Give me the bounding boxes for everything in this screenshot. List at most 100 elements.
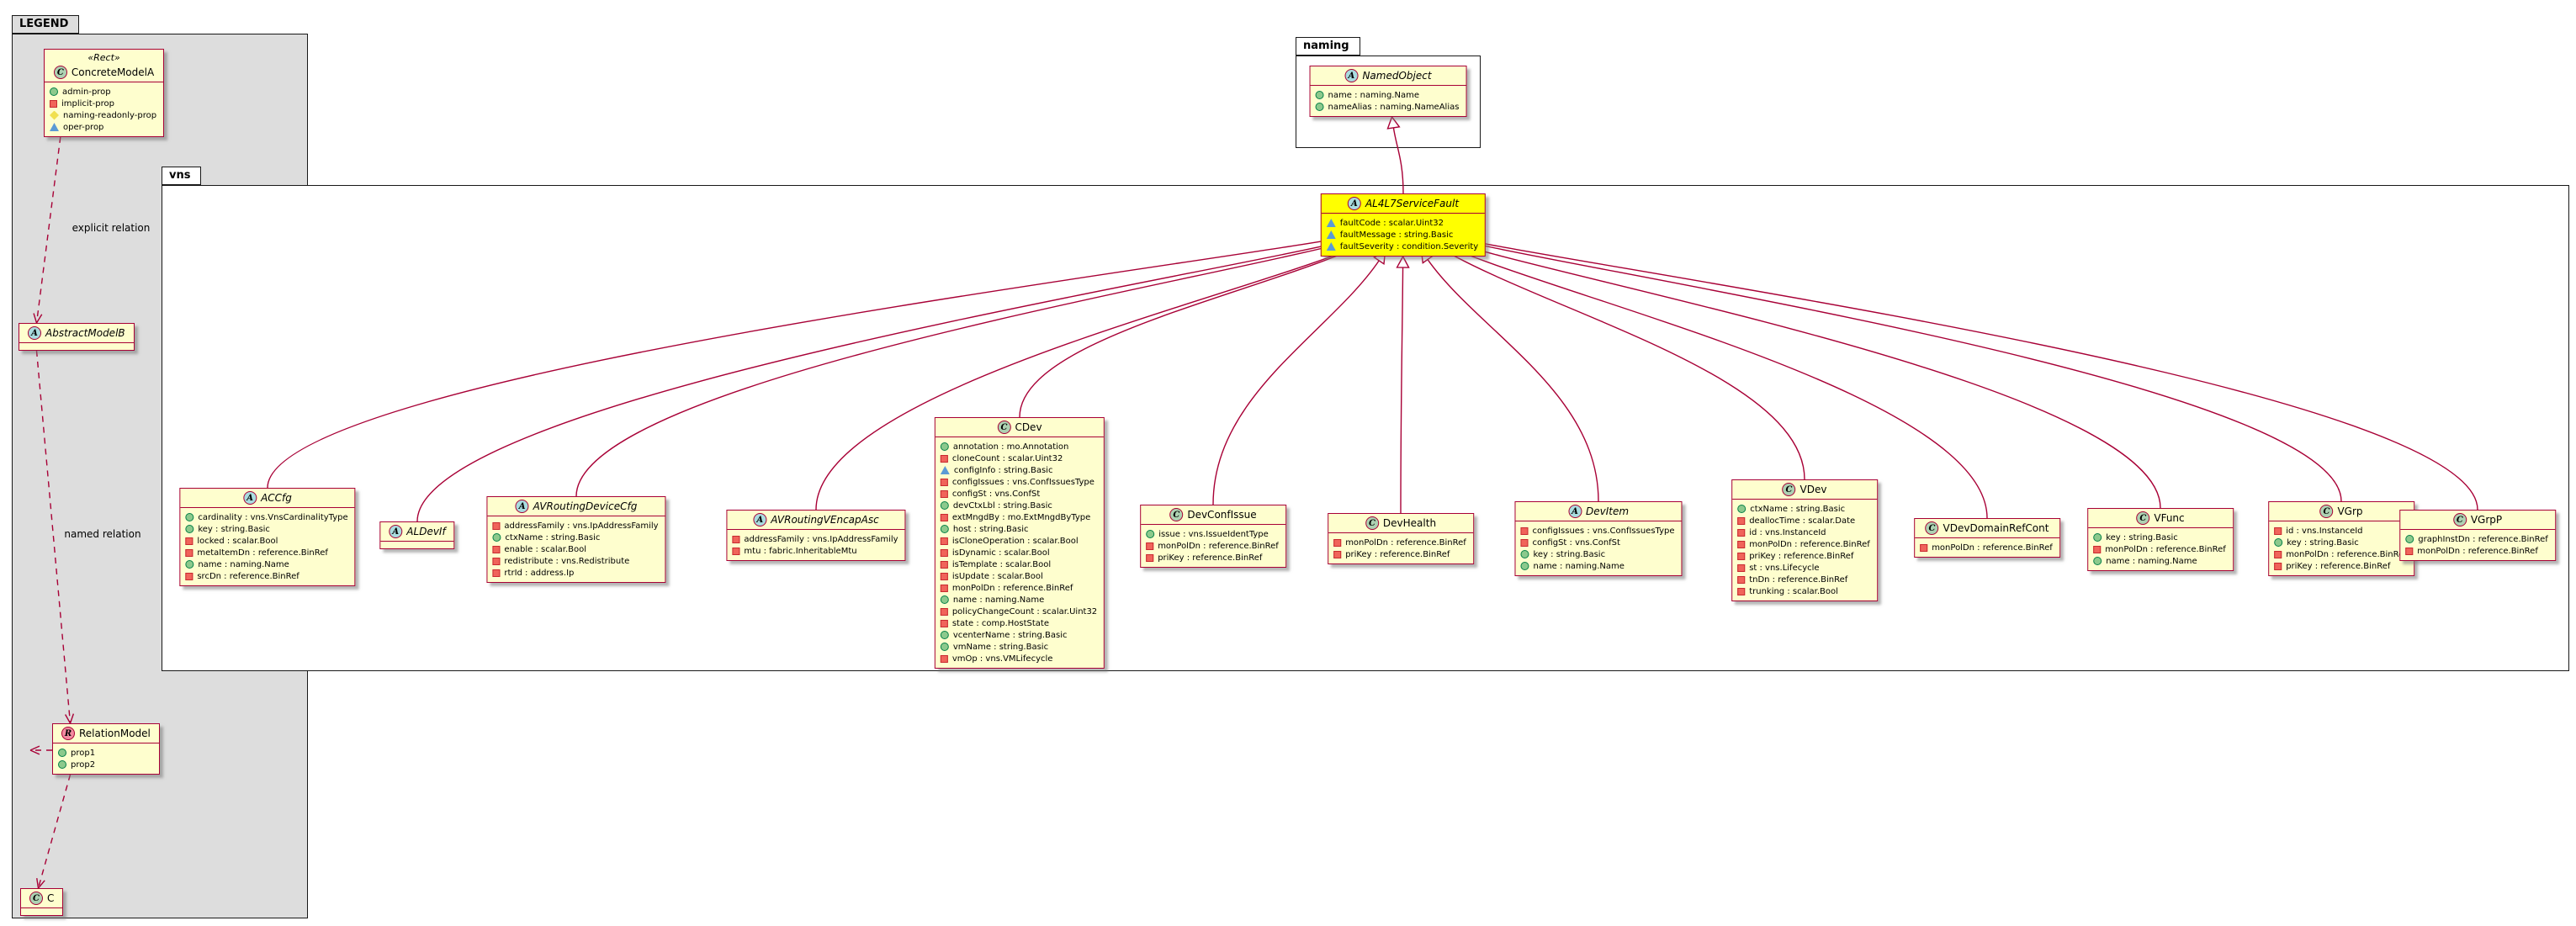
square-prop-icon — [2274, 526, 2282, 535]
package-naming-tab: naming — [1296, 37, 1360, 56]
attribute-text: srcDn : reference.BinRef — [197, 571, 299, 581]
attribute: name : naming.Name — [1315, 89, 1460, 101]
class-spot-icon: C — [1925, 521, 1939, 535]
class-name: DevHealth — [1382, 517, 1437, 529]
class-spot-icon: C — [29, 892, 43, 905]
square-prop-icon — [1146, 553, 1154, 562]
circle-prop-icon — [940, 643, 949, 651]
class-spot-icon: C — [1782, 483, 1796, 496]
attribute-text: addressFamily : vns.IpAddressFamily — [504, 521, 659, 531]
attribute-text: key : string.Basic — [198, 524, 270, 534]
class-spot-icon: C — [1365, 516, 1379, 530]
attribute: name : naming.Name — [940, 594, 1097, 606]
attribute-text: metaItemDn : reference.BinRef — [197, 548, 328, 558]
attribute: ctxName : string.Basic — [492, 532, 658, 543]
square-prop-icon — [185, 548, 193, 557]
package-LEGEND-tab: LEGEND — [12, 15, 80, 34]
circle-prop-icon — [940, 442, 949, 451]
circle-prop-icon — [1520, 550, 1529, 558]
attribute-text: prop1 — [71, 748, 96, 758]
attribute-text: faultMessage : string.Basic — [1339, 230, 1454, 240]
square-prop-icon — [2405, 547, 2414, 555]
attribute-text: name : naming.Name — [2106, 556, 2197, 566]
attribute-text: issue : vns.IssueIdentType — [1158, 529, 1269, 539]
circle-prop-icon — [940, 501, 949, 510]
empty-compartment — [19, 342, 134, 350]
class-name: ALDevIf — [406, 526, 446, 537]
square-prop-icon — [940, 513, 948, 521]
empty-compartment — [21, 907, 63, 915]
circle-prop-icon — [1520, 562, 1529, 570]
circle-prop-icon — [185, 513, 194, 521]
square-prop-icon — [2274, 550, 2282, 558]
attribute: oper-prop — [50, 121, 156, 133]
class-name: NamedObject — [1362, 70, 1432, 82]
square-prop-icon — [940, 654, 948, 663]
square-prop-icon — [940, 537, 948, 545]
square-prop-icon — [492, 557, 501, 565]
attribute: annotation : mo.Annotation — [940, 441, 1097, 452]
attribute-text: priKey : reference.BinRef — [1158, 553, 1263, 563]
class-name: DevConfIssue — [1187, 509, 1257, 521]
attribute-text: configSt : vns.ConfSt — [1532, 537, 1620, 548]
circle-prop-icon — [492, 533, 501, 542]
circle-prop-icon — [1315, 103, 1324, 111]
square-prop-icon — [1146, 542, 1154, 550]
abstract-class-spot-icon: A — [28, 326, 41, 340]
attribute-text: prop2 — [71, 759, 96, 770]
attribute-text: ctxName : string.Basic — [505, 532, 601, 542]
square-prop-icon — [1737, 587, 1746, 595]
square-prop-icon — [940, 454, 948, 463]
triangle-prop-icon — [1326, 230, 1336, 239]
attribute: addressFamily : vns.IpAddressFamily — [732, 533, 898, 545]
attribute-text: monPolDn : reference.BinRef — [2286, 549, 2407, 559]
attribute-text: vmName : string.Basic — [952, 642, 1049, 652]
abstract-class-spot-icon: A — [515, 500, 529, 513]
attribute: devCtxLbl : string.Basic — [940, 500, 1097, 511]
circle-prop-icon — [1737, 505, 1746, 513]
class-spot-icon: C — [997, 421, 1011, 434]
attribute-text: isTemplate : scalar.Bool — [951, 559, 1052, 569]
attribute: prop1 — [58, 747, 152, 759]
attribute-text: id : vns.InstanceId — [2286, 526, 2363, 536]
attribute-text: configIssues : vns.ConfIssuesType — [951, 477, 1095, 487]
attribute: trunking : scalar.Bool — [1737, 585, 1870, 597]
attribute: tnDn : reference.BinRef — [1737, 574, 1870, 585]
attribute-text: extMngdBy : mo.ExtMngdByType — [951, 512, 1091, 522]
attribute-text: locked : scalar.Bool — [197, 536, 278, 546]
attribute: monPolDn : reference.BinRef — [2093, 543, 2226, 555]
attribute: faultSeverity : condition.Severity — [1326, 241, 1478, 252]
square-prop-icon — [1737, 575, 1746, 584]
attribute-text: implicit-prop — [61, 98, 114, 108]
attribute-text: faultCode : scalar.Uint32 — [1339, 218, 1444, 228]
class-spot-icon: C — [2136, 511, 2150, 525]
circle-prop-icon — [2093, 557, 2102, 565]
attribute-text: priKey : reference.BinRef — [2286, 561, 2391, 571]
attribute: admin-prop — [50, 86, 156, 98]
attribute-text: key : string.Basic — [2287, 537, 2359, 548]
empty-compartment — [380, 541, 454, 548]
attribute-text: vcenterName : string.Basic — [952, 630, 1068, 640]
class-name: RelationModel — [79, 728, 151, 739]
square-prop-icon — [1520, 526, 1529, 535]
square-prop-icon — [2274, 562, 2282, 570]
circle-prop-icon — [185, 560, 194, 569]
square-prop-icon — [1737, 528, 1746, 537]
attribute: cardinality : vns.VnsCardinalityType — [185, 511, 348, 523]
